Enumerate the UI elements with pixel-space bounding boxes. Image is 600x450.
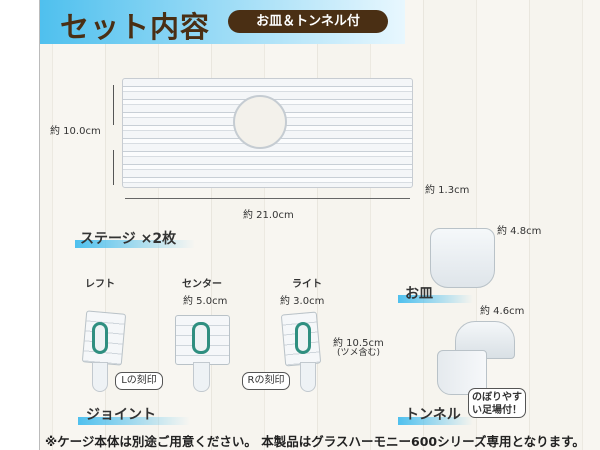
dish-underline (398, 295, 473, 303)
joint-left-slot (92, 322, 108, 354)
height-arrow-down (113, 150, 114, 185)
stage-height-label: 約 10.0cm (50, 126, 101, 137)
right-width-label: 約 3.0cm (280, 296, 325, 307)
center-width-label: 約 5.0cm (183, 296, 228, 307)
stage-underline (75, 240, 195, 248)
tunnel-image-bottom (437, 350, 487, 395)
tunnel-underline (398, 417, 473, 425)
left-mark-callout: Lの刻印 (115, 372, 163, 390)
dish-image (430, 228, 495, 288)
dish-size-label: 約 4.8cm (497, 226, 542, 237)
stage-thickness-label: 約 1.3cm (425, 185, 470, 196)
right-mark-callout: Rの刻印 (242, 372, 290, 390)
footer-note: ※ケージ本体は別途ご用意ください。 本製品はグラスハーモニー600シリーズ専用と… (45, 434, 585, 449)
joint-left-label: レフト (85, 279, 115, 290)
joint-left-peg (92, 362, 108, 392)
joint-center-slot (192, 322, 210, 354)
joint-center-label: センター (182, 279, 222, 290)
height-arrow-up (113, 85, 114, 125)
joint-right-slot (295, 322, 311, 354)
joint-length-label: 約 10.5cm (333, 338, 384, 349)
joint-right-label: ライト (292, 279, 322, 290)
stage-width-label: 約 21.0cm (243, 210, 294, 221)
joint-section-label: ジョイント (86, 407, 156, 423)
left-margin (0, 0, 40, 450)
contents-badge: お皿＆トンネル付 (228, 10, 388, 33)
tunnel-size-label: 約 4.6cm (480, 306, 525, 317)
joint-right-peg (300, 362, 316, 392)
joint-length-note: (ツメ含む) (337, 348, 381, 358)
width-arrow (125, 198, 410, 199)
tunnel-section-label: トンネル (405, 407, 461, 423)
joint-underline (78, 417, 190, 425)
tunnel-callout: のぼりやすい足場付！ (468, 388, 526, 418)
joint-center-peg (193, 362, 210, 392)
stage-hole (233, 95, 287, 149)
dish-section-label: お皿 (405, 286, 433, 302)
page-title: セット内容 (60, 10, 211, 44)
stage-section-label: ステージ ×2枚 (80, 231, 177, 247)
